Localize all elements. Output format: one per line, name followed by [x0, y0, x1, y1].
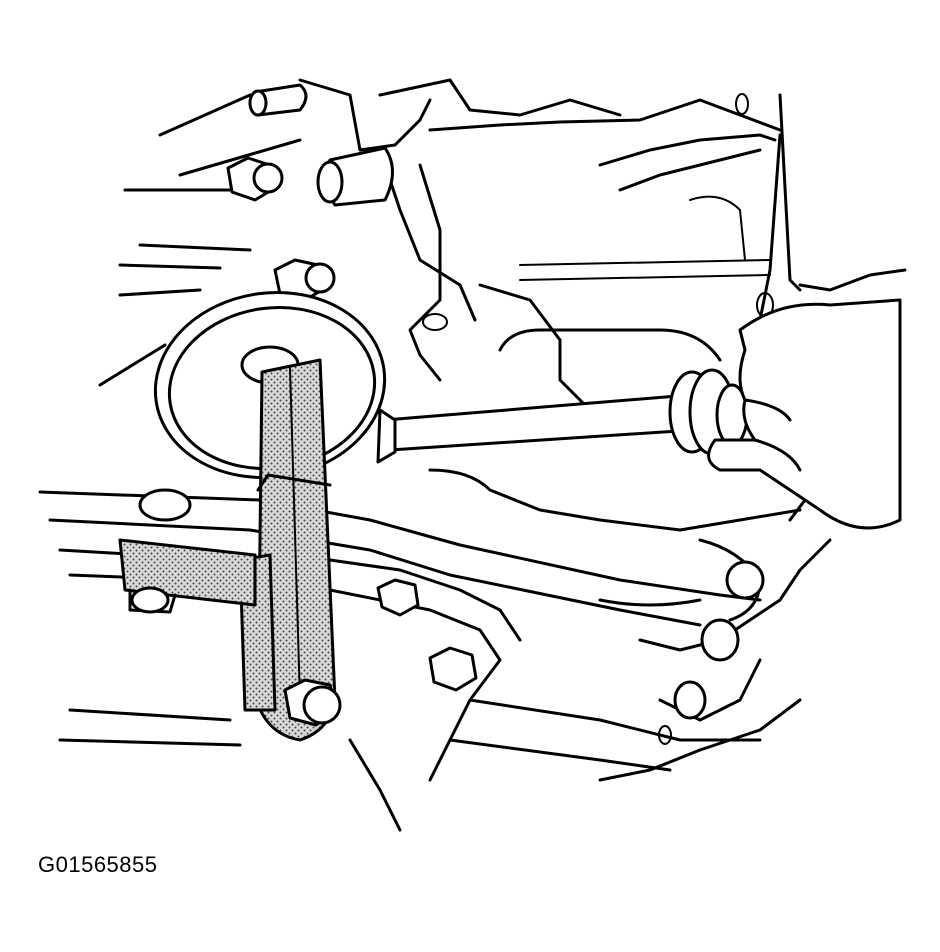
- boss-right-1: [725, 560, 765, 600]
- wrench-bolt: [283, 678, 342, 727]
- hole-top-right: [735, 93, 749, 115]
- engine-seal-removal-illustration: [38, 78, 907, 832]
- hand: [707, 298, 902, 530]
- boss-right-3: [673, 680, 707, 720]
- figure-code: G01565855: [38, 852, 158, 877]
- boss-top: [248, 83, 308, 117]
- boss-left: [138, 488, 192, 522]
- crankshaft-holding-wrench: [118, 358, 342, 742]
- bolt-lower-2: [428, 646, 478, 692]
- hole-bottom-right: [658, 725, 672, 745]
- boss-mid: [316, 146, 394, 207]
- tool-rod: [383, 393, 695, 452]
- bolt-upper-left: [226, 156, 284, 202]
- boss-right-2: [700, 618, 740, 662]
- bolt-lower-1: [376, 578, 420, 617]
- hole-center: [422, 313, 448, 331]
